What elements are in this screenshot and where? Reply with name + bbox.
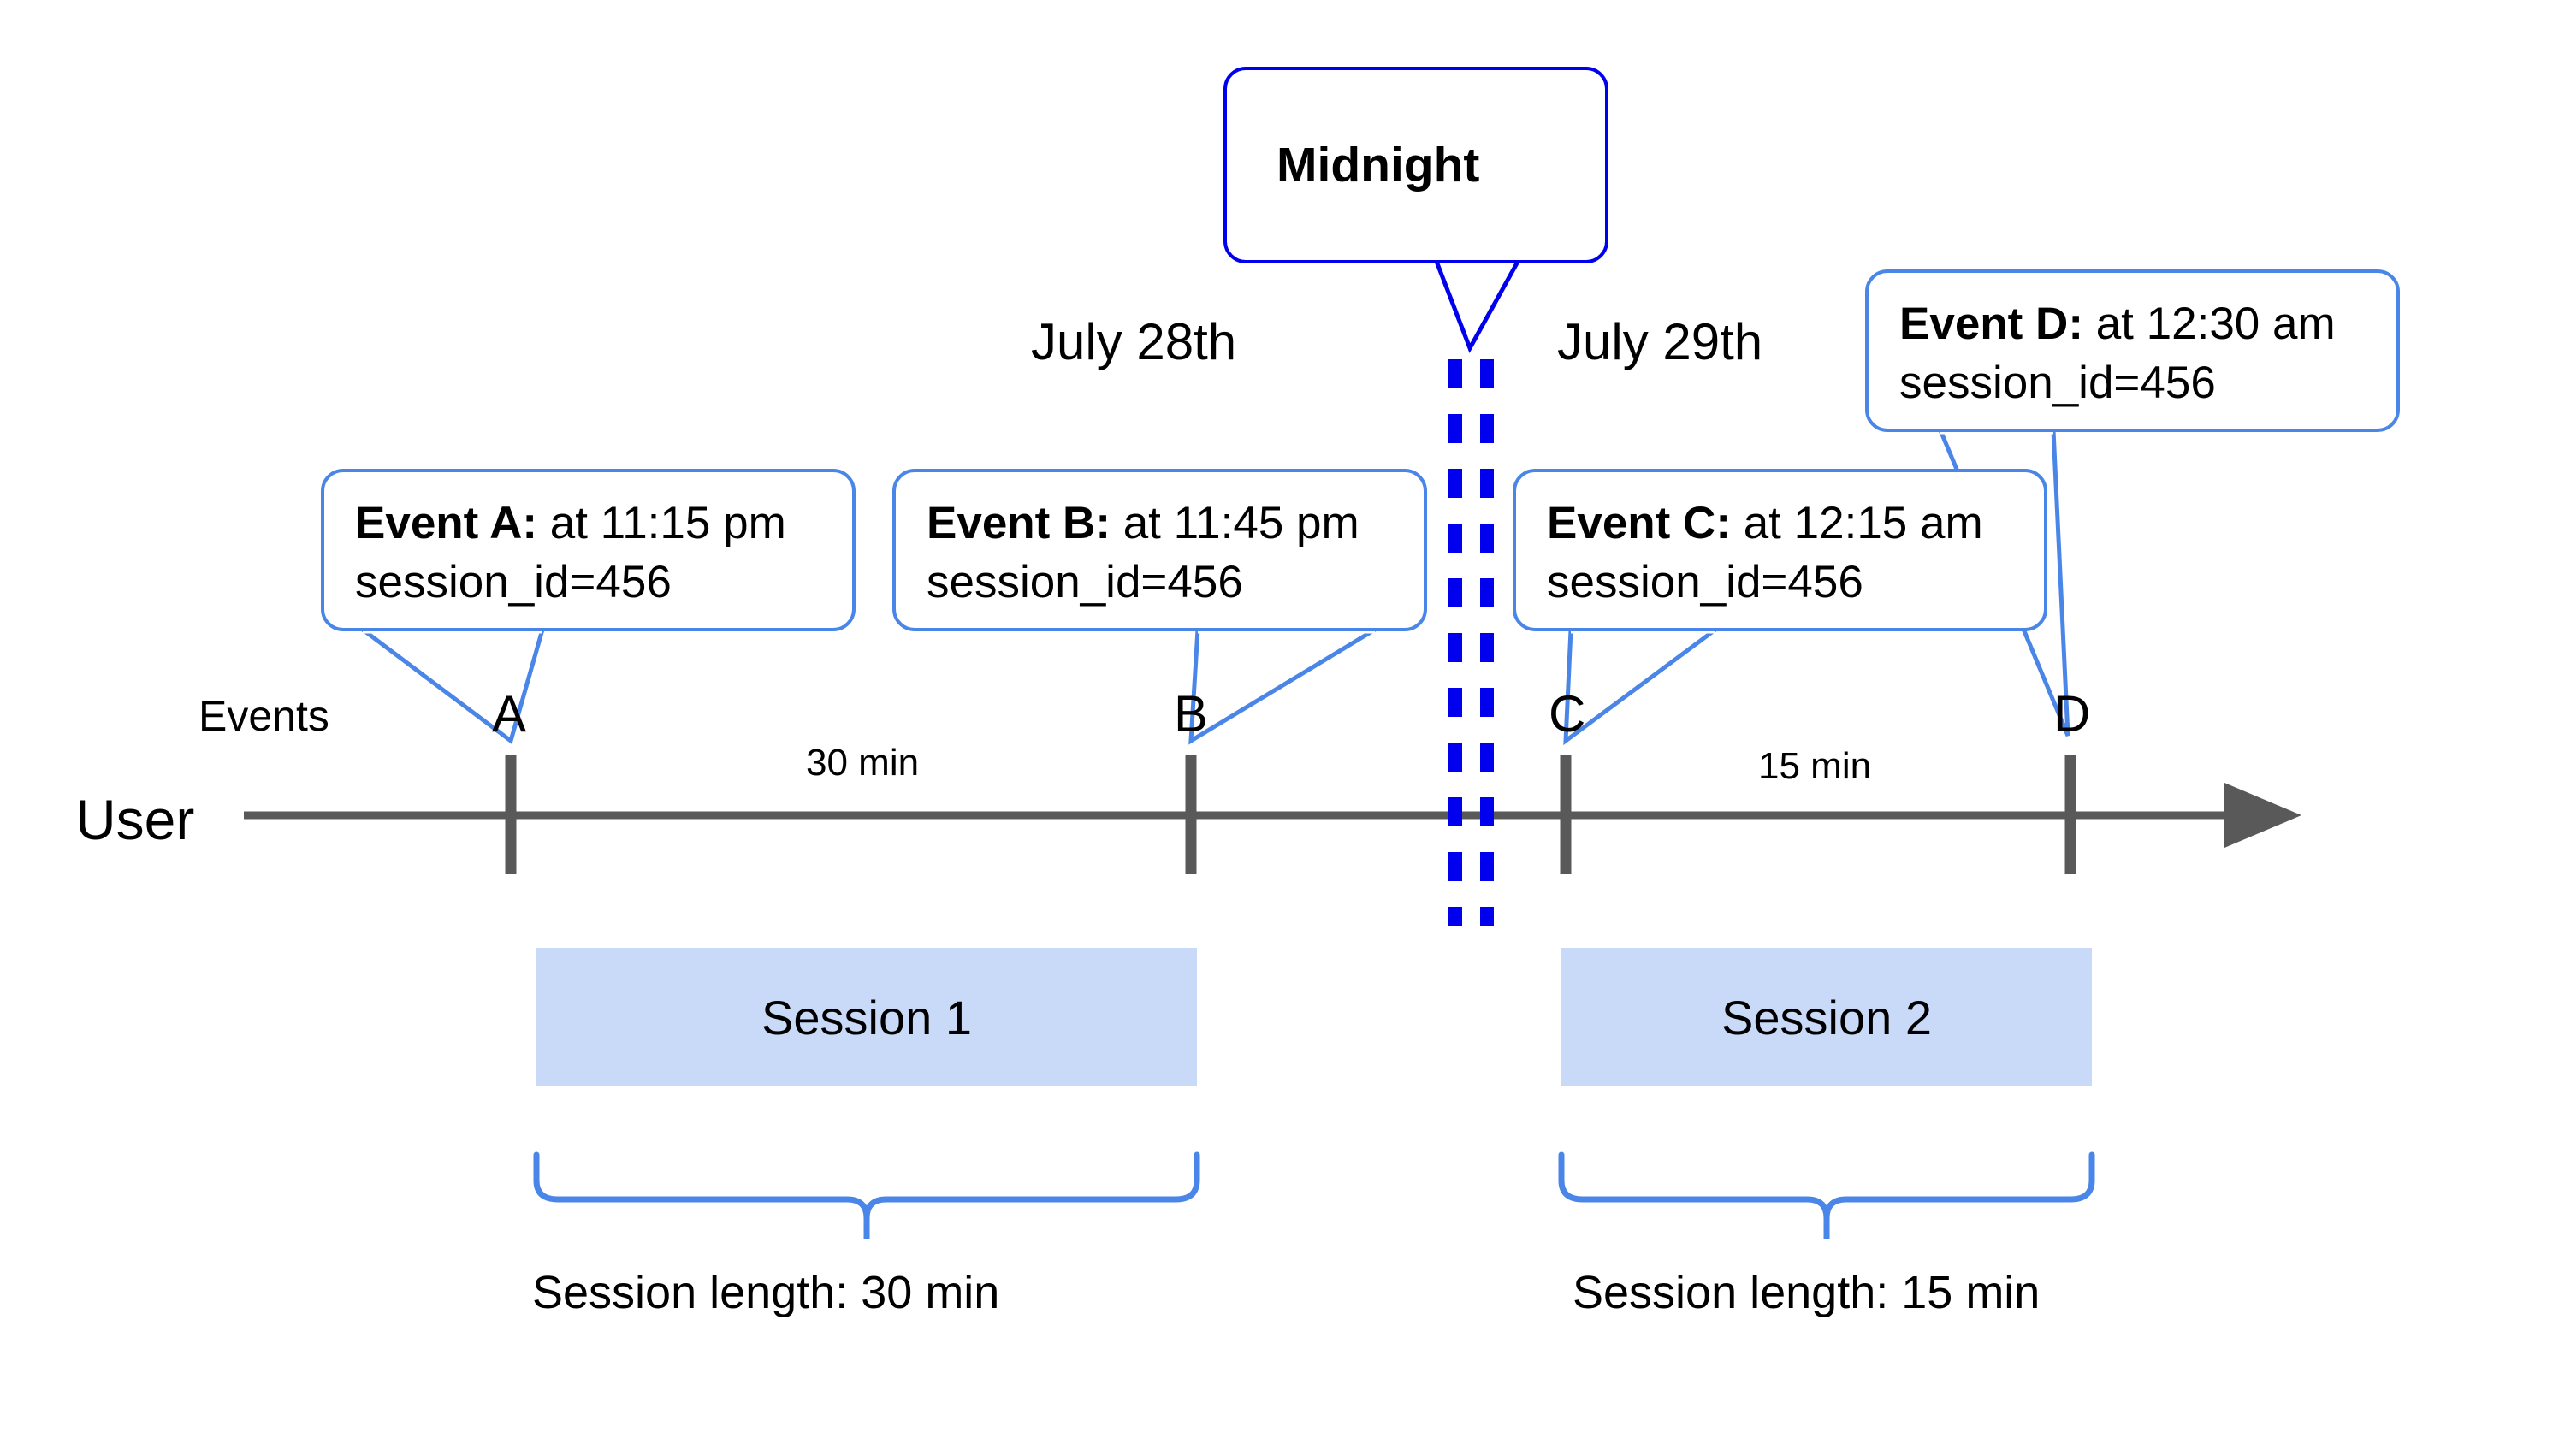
session-1-bar-label: Session 1 [761, 990, 972, 1045]
session-1-brace [533, 1151, 1200, 1239]
gap-label-c-d: 15 min [1758, 745, 1872, 787]
timeline-marker-label-c: C [1549, 685, 1586, 743]
row-label-user: User [75, 788, 195, 851]
session-2-bar: Session 2 [1561, 948, 2092, 1086]
session-2-bar-label: Session 2 [1721, 990, 1932, 1045]
midnight-callout: Midnight [1223, 67, 1608, 263]
event-d-title: Event D: [1899, 299, 2083, 349]
date-label-july-29: July 29th [1557, 313, 1763, 370]
event-a-line2: session_id=456 [355, 556, 672, 607]
event-c-title: Event C: [1547, 498, 1731, 548]
session-2-length-label: Session length: 15 min [1573, 1267, 2041, 1318]
session-2-brace [1558, 1151, 2095, 1239]
event-b-callout-tail [1188, 625, 1377, 745]
event-c-line1: Event C: at 12:15 am [1547, 494, 2018, 553]
event-d-line1: Event D: at 12:30 am [1899, 295, 2371, 354]
session-1-length-label: Session length: 30 min [532, 1267, 1000, 1318]
event-a-callout: Event A: at 11:15 pm session_id=456 [321, 469, 856, 631]
event-a-title: Event A: [355, 498, 538, 548]
event-b-line2: session_id=456 [927, 556, 1243, 607]
timeline-marker-label-a: A [492, 685, 527, 743]
event-c-callout-tail [1563, 625, 1717, 746]
gap-label-a-b: 30 min [806, 742, 920, 784]
event-c-time: at 12:15 am [1730, 498, 1983, 548]
midnight-callout-label: Midnight [1276, 138, 1480, 192]
event-d-callout: Event D: at 12:30 am session_id=456 [1865, 269, 2400, 432]
event-c-line2: session_id=456 [1547, 556, 1863, 607]
timeline-marker-label-b: B [1174, 685, 1209, 743]
session-1-bar: Session 1 [536, 948, 1197, 1086]
event-b-line1: Event B: at 11:45 pm [927, 494, 1398, 553]
event-d-time: at 12:30 am [2082, 299, 2336, 349]
event-c-callout: Event C: at 12:15 am session_id=456 [1513, 469, 2047, 631]
event-a-time: at 11:15 pm [537, 498, 786, 548]
timeline-axis [244, 783, 2301, 848]
event-b-title: Event B: [927, 498, 1111, 548]
midnight-divider-lines [1448, 359, 1494, 926]
event-b-time: at 11:45 pm [1110, 498, 1359, 548]
row-label-events: Events [198, 692, 329, 740]
date-label-july-28: July 28th [1031, 313, 1237, 370]
event-a-line1: Event A: at 11:15 pm [355, 494, 826, 553]
event-b-callout: Event B: at 11:45 pm session_id=456 [892, 469, 1427, 631]
event-d-line2: session_id=456 [1899, 357, 2216, 408]
timeline-marker-label-d: D [2053, 685, 2091, 743]
